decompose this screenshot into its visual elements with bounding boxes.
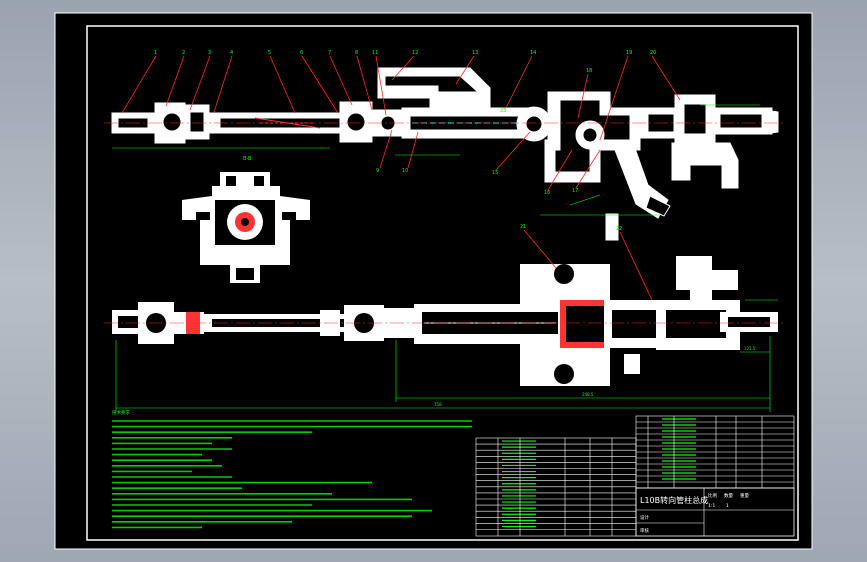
bottom-dim-labels: 758 248.5 121.5 (434, 346, 756, 407)
title-cell-scale-value: 1:1 (708, 503, 715, 509)
title-footer-review: 审核 (640, 527, 649, 534)
callout-4: 4 (230, 50, 233, 56)
title-block: L10B转向管柱总成 比例 数量 重量 1:1 1 设计 审核 (635, 487, 795, 537)
title-cell-weight: 重量 (740, 492, 749, 499)
callout-leaders-bottom (523, 229, 653, 301)
callout-14: 14 (530, 50, 536, 56)
callout-numbers-top: 1 2 3 4 5 6 7 8 9 10 11 12 13 14 15 16 1… (154, 50, 656, 196)
title-cell-scale: 比例 (708, 492, 717, 499)
callout-10: 10 (402, 168, 408, 174)
callout-8: 8 (355, 50, 358, 56)
dim-total: 248.5 (582, 392, 594, 397)
callout-1: 1 (154, 50, 157, 56)
callout-13: 13 (472, 50, 478, 56)
callout-20: 20 (650, 50, 656, 56)
callout-9: 9 (376, 168, 379, 174)
parts-list-right (635, 415, 795, 489)
dim-tail: 121.5 (744, 346, 756, 351)
callout-21: 21 (520, 224, 526, 230)
callout-18: 18 (586, 68, 592, 74)
section-label: B-B (243, 156, 252, 162)
title-footer-design: 设计 (640, 514, 649, 521)
callout-leaders-top (121, 55, 681, 191)
tech-requirement-lines (112, 420, 472, 529)
callout-2: 2 (182, 50, 185, 56)
callout-3: 3 (208, 50, 211, 56)
bom-left-rows (476, 440, 636, 530)
callout-numbers-bottom: 21 22 23 (500, 108, 622, 232)
title-block-name: L10B转向管柱总成 (640, 495, 708, 505)
tech-requirements-heading: 技术要求 (112, 409, 130, 416)
bottom-view-assembly (104, 256, 786, 386)
dim-overall: 758 (434, 402, 442, 407)
tech-requirements: 技术要求 (112, 409, 472, 529)
callout-19: 19 (626, 50, 632, 56)
callout-23: 23 (500, 108, 506, 114)
callout-11: 11 (372, 50, 378, 56)
top-view-dimensions (112, 104, 760, 216)
callout-12: 12 (412, 50, 418, 56)
parts-list-left (475, 437, 637, 537)
callout-6: 6 (300, 50, 303, 56)
bom-right-rows (636, 418, 794, 483)
callout-15: 15 (492, 170, 498, 176)
bottom-view-dimensions (115, 299, 778, 412)
callout-5: 5 (268, 50, 271, 56)
title-cell-qty: 数量 (724, 492, 733, 499)
callout-22: 22 (616, 226, 622, 232)
section-view-bb: B-B (182, 156, 310, 283)
callout-17: 17 (572, 188, 578, 194)
callout-16: 16 (544, 190, 550, 196)
drawing-border (86, 25, 799, 541)
top-view-assembly (104, 67, 785, 241)
callout-7: 7 (328, 50, 331, 56)
title-cell-qty-value: 1 (726, 503, 729, 509)
